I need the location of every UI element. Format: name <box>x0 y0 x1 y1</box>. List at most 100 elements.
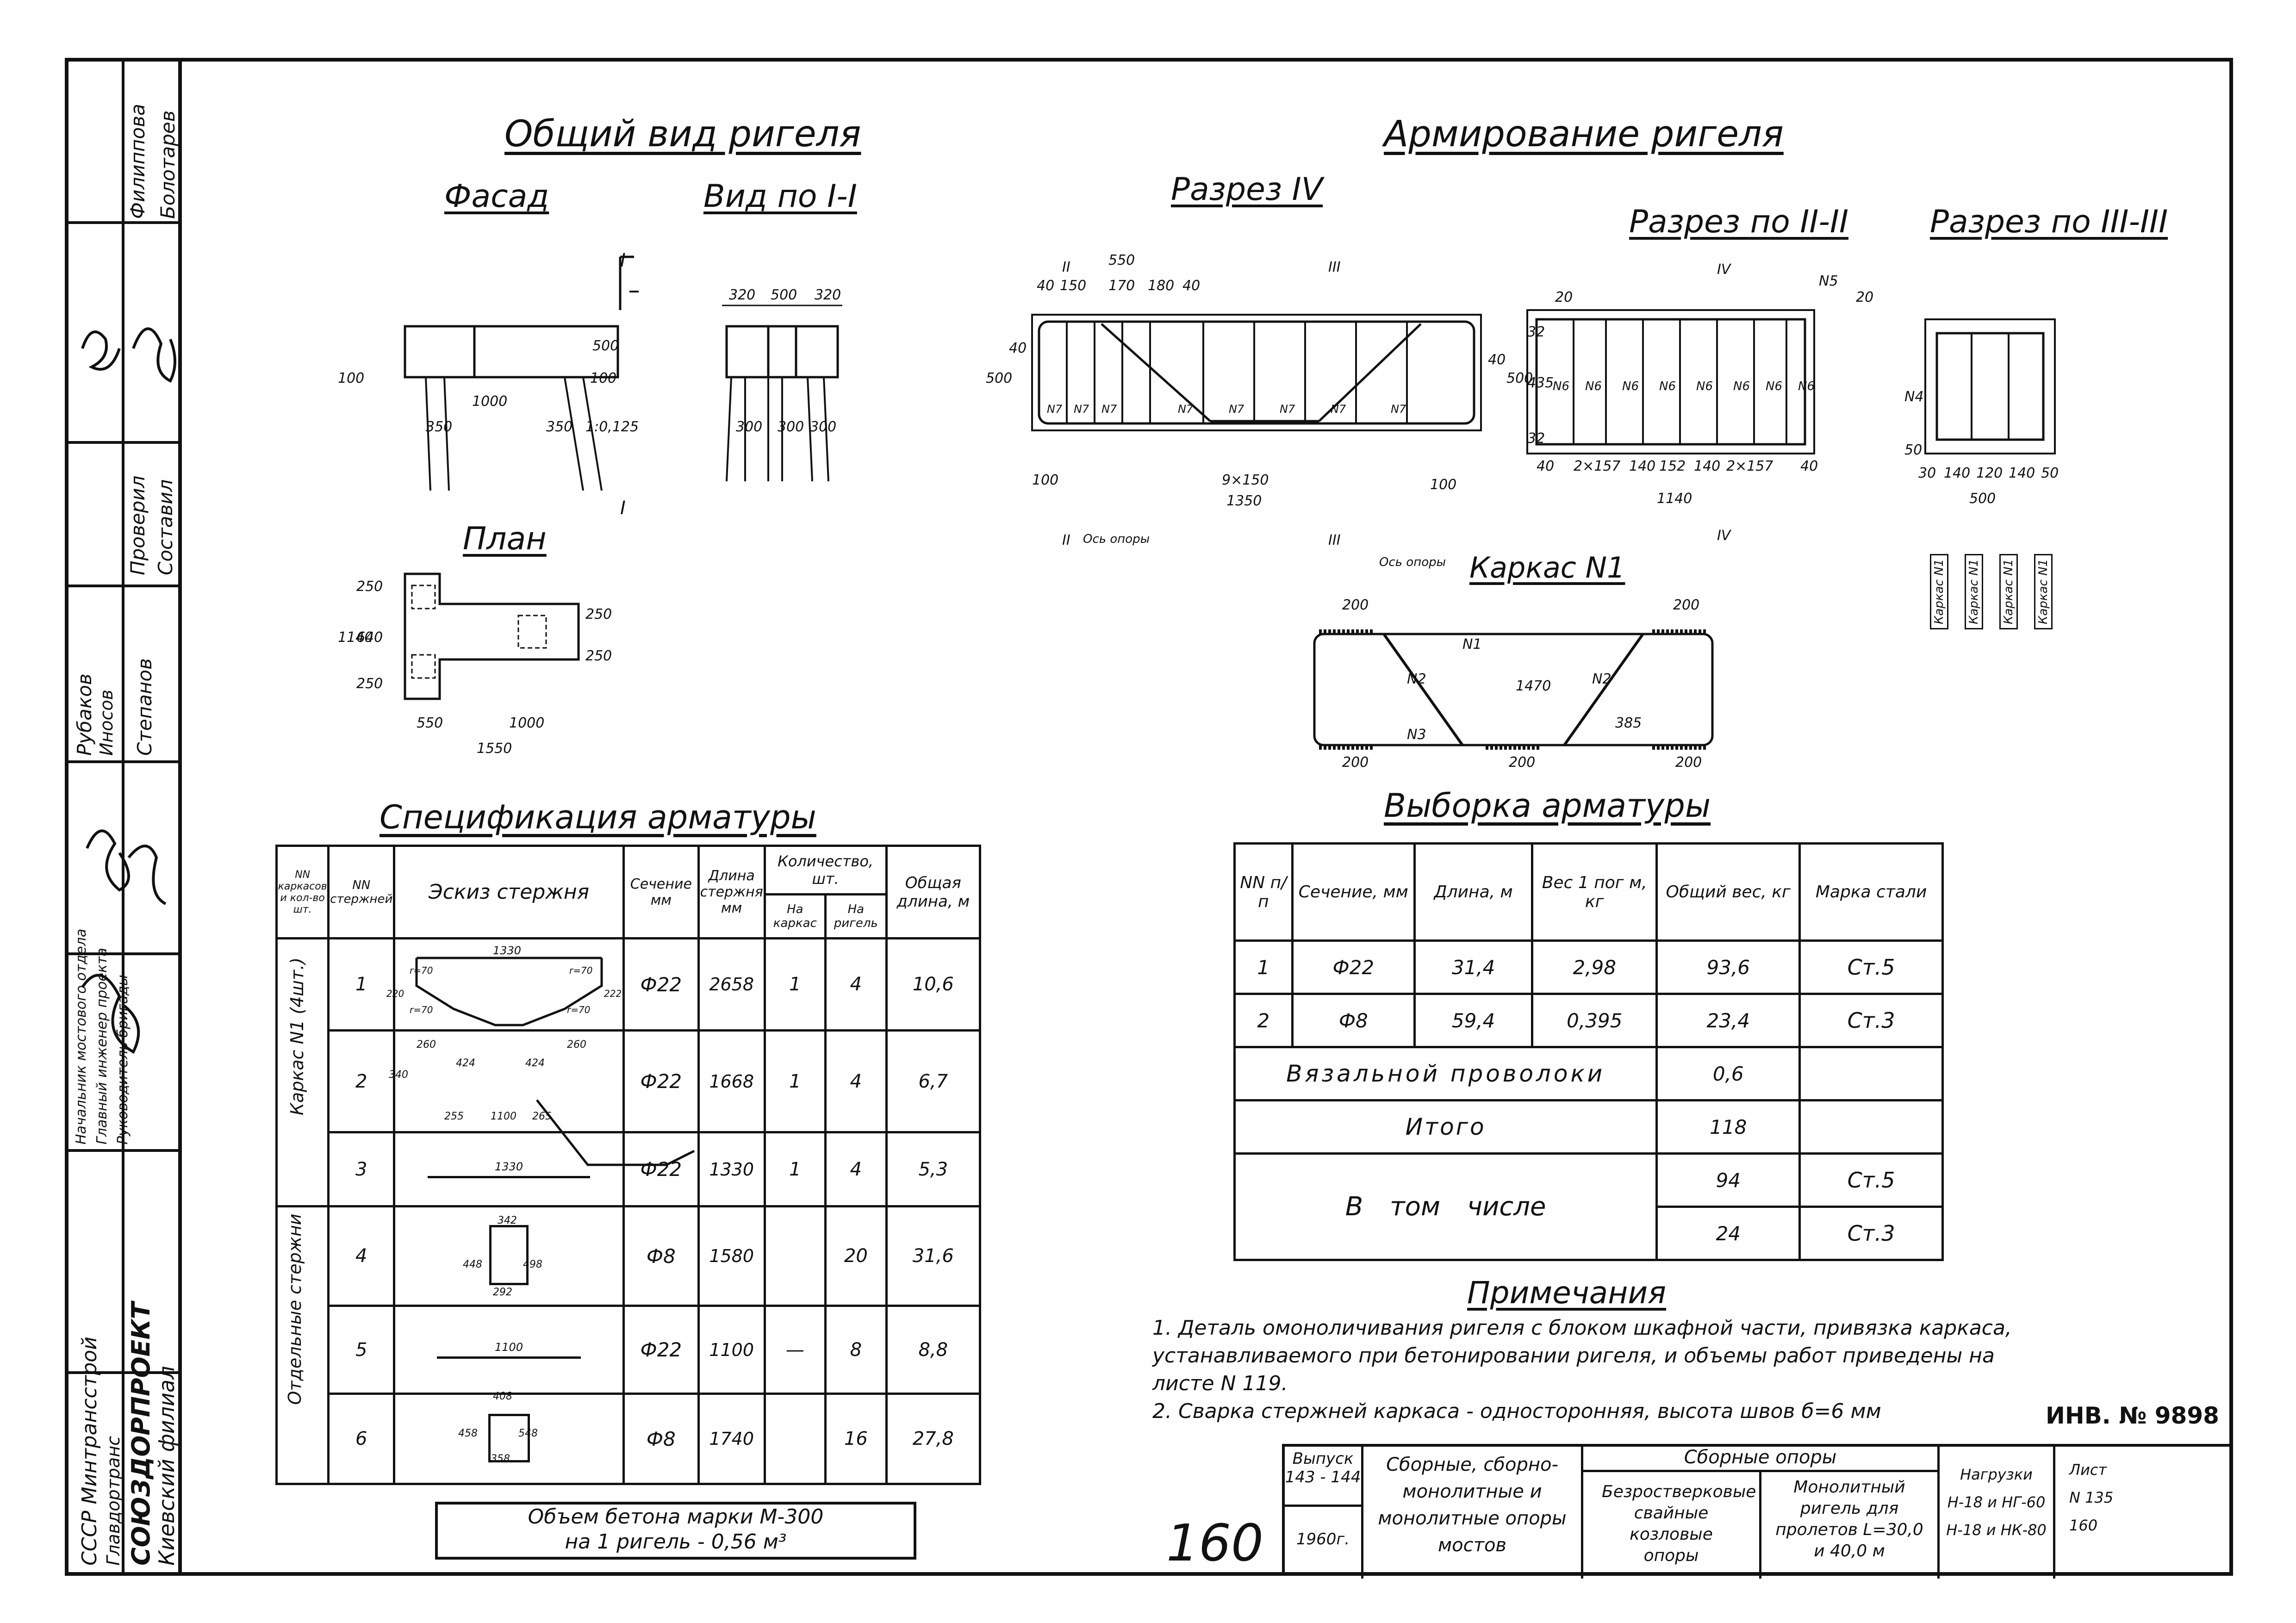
iv-bar-6: N7 <box>1280 403 1295 416</box>
ii-bot-dim-7: 40 <box>1800 458 1818 474</box>
sk6-dim-2: 458 <box>458 1428 478 1439</box>
sel-cell-tot: 93,6 <box>1655 939 1801 995</box>
spec-head-total: Общая длина, м <box>885 845 982 939</box>
sel-incl-label: В том числе <box>1233 1152 1658 1261</box>
spec-cell-tot: 10,6 <box>885 937 982 1032</box>
sk1-dim-4: 220 <box>386 988 404 999</box>
sel-head-section: Сечение, мм <box>1291 842 1416 942</box>
stamp-sheet-number: N 135 <box>2069 1489 2114 1506</box>
ii-mark-1: IV <box>1717 261 1731 278</box>
cage-tag-1: Каркас N1 <box>1930 553 1948 629</box>
iv-bottom-dim-3: 1350 <box>1226 493 1262 509</box>
sk4-dim-4: 292 <box>493 1287 512 1298</box>
sel-head-n: NN п/п <box>1233 842 1294 942</box>
sel-incl-mark-1: Ст.5 <box>1798 1152 1944 1208</box>
facade-dim-2: 1000 <box>472 393 508 410</box>
cage-tag-4: Каркас N1 <box>2034 553 2053 629</box>
plan-dim-4: 250 <box>356 578 383 595</box>
sel-head-total: Общий вес, кг <box>1655 842 1801 942</box>
iv-bottom-dim-2: 9×150 <box>1222 472 1269 488</box>
inventory-number: ИНВ. № 9898 <box>2046 1402 2219 1429</box>
spec-cell-sec: Ф8 <box>622 1393 700 1485</box>
cage-dim-7: 385 <box>1615 715 1642 731</box>
iii-dim-4: 140 <box>1944 465 1971 481</box>
notes-title: Примечания <box>1467 1275 1666 1311</box>
cage-dim-6: 1470 <box>1516 678 1551 694</box>
sk1-dim-3: r=70 <box>569 965 593 976</box>
view-i-dim-3: 320 <box>815 287 841 303</box>
selection-table: NN п/п Сечение, мм Длина, м Вес 1 пог м,… <box>1233 842 1944 1261</box>
sel-total-val: 118 <box>1655 1099 1801 1155</box>
stamp-sheet-label: Лист <box>2069 1461 2107 1479</box>
stamp-loads-label: Нагрузки <box>1960 1466 2033 1483</box>
facade-dim-6: 350 <box>546 419 573 435</box>
spec-cell-n: 6 <box>327 1393 396 1485</box>
cage-bar-n2-right: N2 <box>1592 671 1612 687</box>
iii-dim-3: 30 <box>1918 465 1936 481</box>
spec-cell-len: 1740 <box>697 1393 766 1485</box>
section-iv-title: Разрез IV <box>1171 171 1323 208</box>
ii-bar-3: N6 <box>1622 379 1639 393</box>
stamp-loads: Нагрузки Н-18 и НГ-60 Н-18 и НК-80 <box>1940 1447 2055 1579</box>
spec-cell-qb: 4 <box>824 937 888 1032</box>
reinforcement-title: Армирование ригеля <box>1384 113 1784 155</box>
sel-cell-mark: Ст.5 <box>1798 939 1944 995</box>
spec-cell-qc <box>763 1393 827 1485</box>
spec-cell-qb: 20 <box>824 1205 888 1307</box>
spec-row: 3 1330 Ф22 1330 1 4 5,3 <box>277 1131 982 1207</box>
iv-bar-3: N7 <box>1101 403 1117 416</box>
axis-label-2: Ось опоры <box>1379 555 1446 569</box>
cage-tag-2: Каркас N1 <box>1965 553 1983 629</box>
spec-cell-qc: — <box>763 1305 827 1395</box>
iv-bar-5: N7 <box>1229 403 1244 416</box>
concrete-line-1: Объем бетона марки М-300 <box>528 1505 824 1529</box>
sel-cell-sec: Ф22 <box>1291 939 1416 995</box>
spec-head-qty: Количество, шт. <box>763 845 888 895</box>
spec-sketch-3: 1330 <box>393 1131 625 1207</box>
ii-bot-dim-2: 2×157 <box>1574 458 1621 474</box>
ii-bot-dim-6: 2×157 <box>1726 458 1773 474</box>
cage-dim-3: 200 <box>1342 754 1369 771</box>
sk1-dim-11: 424 <box>525 1057 545 1069</box>
sel-cell-n: 2 <box>1233 993 1294 1048</box>
iv-top-dim-5: 180 <box>1148 278 1175 294</box>
iv-bottom-dim-1: 100 <box>1032 472 1059 488</box>
sk1-dim-6: r=70 <box>410 1004 433 1015</box>
spec-cell-qb: 4 <box>824 1131 888 1207</box>
view-i-dim-4: 300 <box>736 419 763 435</box>
spec-sketch-1 <box>393 937 625 1032</box>
spec-head-num: NN стержней <box>327 845 396 939</box>
spec-row: 5 1100 Ф22 1100 — 8 8,8 <box>277 1305 982 1395</box>
ii-bar-4: N6 <box>1659 379 1676 393</box>
spec-head-group: NN каркасов и кол-во шт. <box>275 845 330 939</box>
stamp-sheet-page: 160 <box>2069 1517 2098 1534</box>
drawing-frame <box>178 58 2233 1576</box>
iv-top-dim-2: 40 <box>1037 278 1055 294</box>
ii-top-dim-2: N5 <box>1819 273 1838 289</box>
sel-cell-tot: 23,4 <box>1655 993 1801 1048</box>
sel-head-length: Длина, м <box>1413 842 1534 942</box>
signatures <box>81 327 176 1054</box>
plan-drawing <box>404 572 580 700</box>
plan-dim-7: 1140 <box>338 629 373 646</box>
concrete-line-2: на 1 ригель - 0,56 м³ <box>565 1530 787 1554</box>
spec-cell-len: 1580 <box>697 1205 766 1307</box>
sk4-dim-1: 342 <box>498 1215 517 1226</box>
cage-dim-4: 200 <box>1509 754 1536 771</box>
ii-bar-8: N6 <box>1798 379 1815 393</box>
spec-head-qty-cage: На каркас <box>763 893 827 939</box>
notes-body: 1. Деталь омоноличивания ригеля с блоком… <box>1152 1314 2032 1425</box>
iv-mark-3: II <box>1062 532 1070 548</box>
facade-dim-7: 1:0,125 <box>585 419 639 435</box>
sel-cell-sec: Ф8 <box>1291 993 1416 1048</box>
ii-bot-dim-1: 40 <box>1537 458 1555 474</box>
spec-cell-n: 5 <box>327 1305 396 1395</box>
spec-cell-qc: 1 <box>763 1131 827 1207</box>
ii-bot-dim-4: 152 <box>1659 458 1686 474</box>
spec-row: 2 Ф22 1668 1 4 6,7 <box>277 1029 982 1166</box>
iv-mark-4: III <box>1328 532 1341 548</box>
selection-title: Выборка арматуры <box>1384 787 1711 825</box>
facade-title: Фасад <box>444 178 549 215</box>
stamp-type: Безростверковые свайные козловые опоры <box>1583 1472 1761 1579</box>
stamp-year: 1960г. <box>1285 1507 1363 1579</box>
